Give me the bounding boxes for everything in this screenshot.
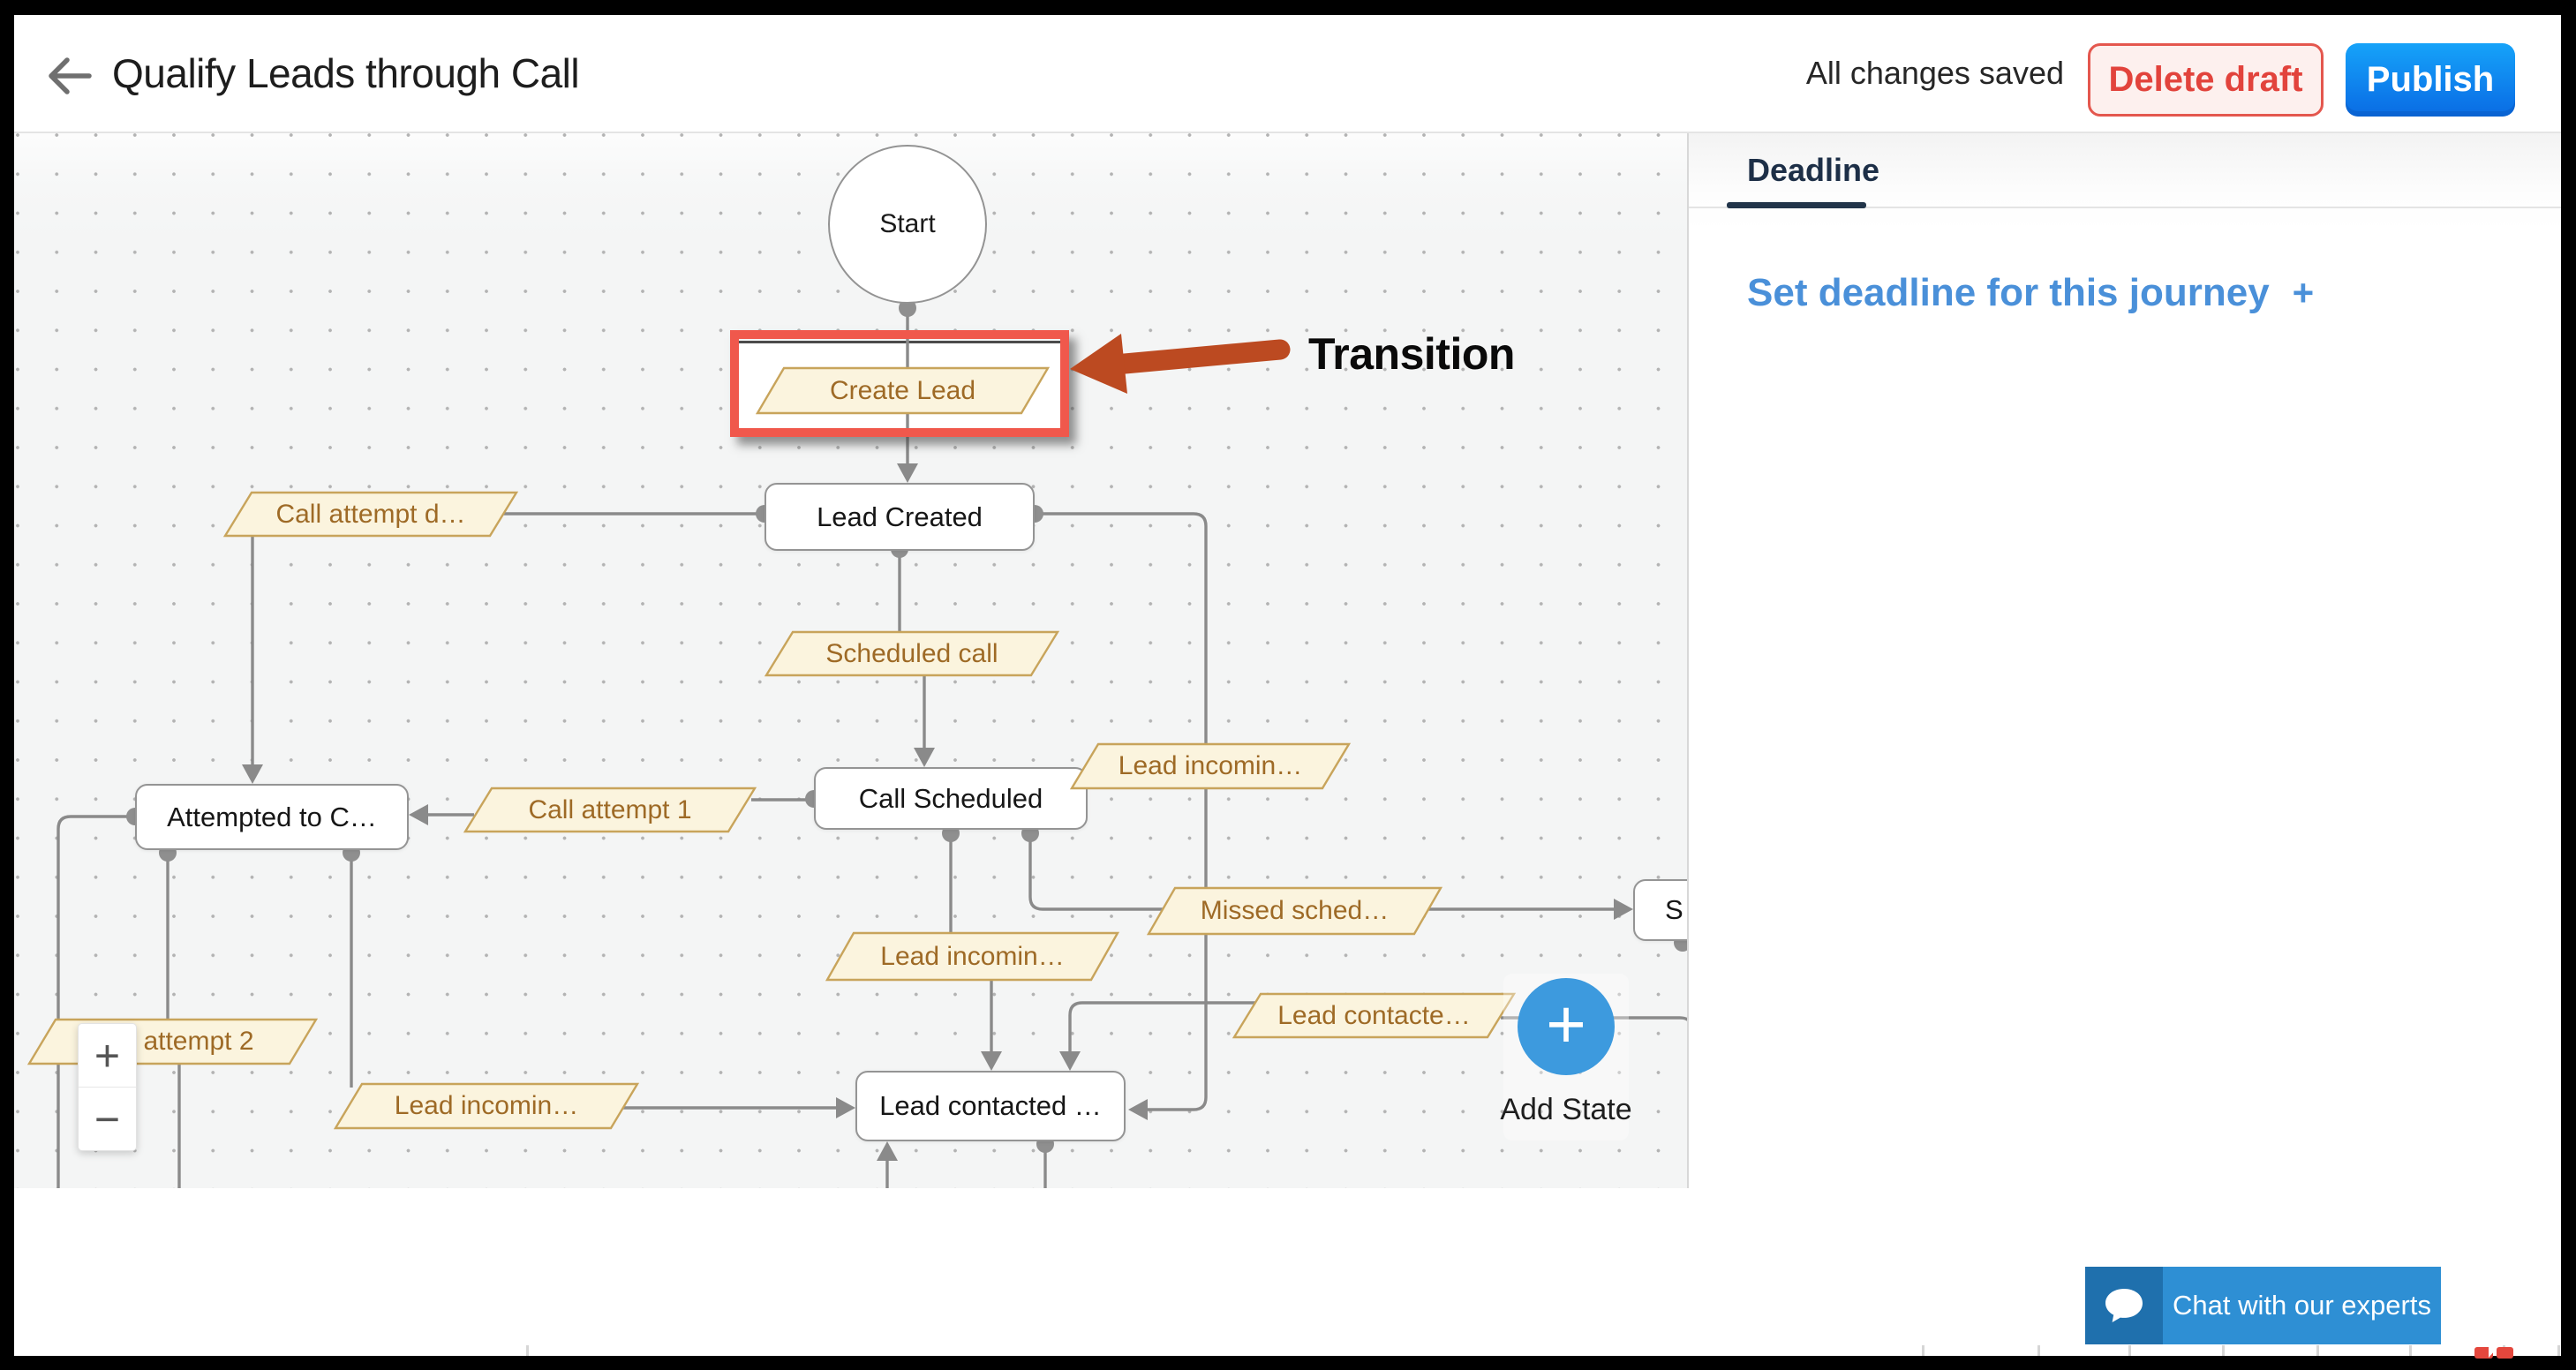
start-node[interactable]: Start — [828, 145, 987, 304]
edge-leadcontacte-to-leadcontacted — [1068, 1001, 1256, 1051]
state-attempted-to-call[interactable]: Attempted to C… — [135, 784, 409, 850]
transition-shape-call-attempt-d[interactable] — [222, 491, 519, 538]
transition-shape-missed-sched[interactable] — [1146, 886, 1443, 936]
timeline-tick — [2316, 1345, 2319, 1356]
edge-lines-group — [56, 311, 1687, 1188]
panel-divider — [1687, 133, 1689, 1188]
zoom-control: + − — [78, 1023, 137, 1151]
state-lead-contacted[interactable]: Lead contacted … — [855, 1071, 1126, 1141]
arrowhead — [914, 748, 935, 767]
playhead-segment — [2474, 1347, 2493, 1359]
delete-draft-button[interactable]: Delete draft — [2088, 43, 2324, 117]
video-playhead — [2474, 1345, 2513, 1359]
transition-shape-lead-incoming-3[interactable] — [333, 1082, 640, 1130]
page-title: Qualify Leads through Call — [112, 50, 580, 96]
state-label: Attempted to C… — [167, 801, 377, 832]
arrowhead — [981, 1051, 1002, 1071]
timeline-tick — [2222, 1345, 2225, 1356]
timeline-tick — [526, 1345, 529, 1356]
transition-shape-lead-incoming-2[interactable] — [825, 931, 1120, 982]
minus-icon: − — [94, 1094, 121, 1144]
annotation-highlight-frame — [730, 330, 1069, 437]
set-deadline-text: Set deadline for this journey — [1747, 271, 2270, 314]
arrowhead — [897, 463, 918, 483]
transition-shape-call-attempt-1[interactable] — [463, 787, 757, 833]
transition-lead-incoming-3[interactable]: Lead incomin… — [394, 1091, 579, 1120]
transition-lead-incoming-1[interactable]: Lead incomin… — [1118, 751, 1303, 780]
timeline-tick — [2037, 1345, 2040, 1356]
arrowhead — [1128, 1099, 1148, 1120]
right-panel — [1689, 133, 2561, 1188]
chat-bubble-shape — [2105, 1289, 2143, 1322]
transition-lead-incoming-2[interactable]: Lead incomin… — [880, 941, 1065, 971]
tab-active-underline — [1727, 202, 1866, 208]
arrowheads — [242, 463, 1633, 1161]
add-state-button[interactable]: + — [1518, 978, 1615, 1075]
back-arrow-shape — [49, 57, 92, 94]
state-cutoff[interactable]: S — [1633, 879, 1687, 941]
zoom-out-button[interactable]: − — [79, 1088, 136, 1150]
transition-shapes-group — [26, 366, 1517, 1130]
transition-shapes-layer — [26, 366, 1517, 1130]
arrowhead — [1614, 899, 1633, 920]
cursor-icon — [2489, 1345, 2496, 1358]
state-call-scheduled[interactable]: Call Scheduled — [814, 767, 1088, 830]
chat-icon-box — [2085, 1267, 2163, 1344]
arrowhead — [409, 804, 428, 825]
zoom-in-button[interactable]: + — [79, 1024, 136, 1088]
transition-call-attempt-d[interactable]: Call attempt d… — [275, 499, 466, 529]
annotation-text: Transition — [1308, 329, 1515, 379]
connection-port — [899, 299, 916, 317]
transition-scheduled-call[interactable]: Scheduled call — [825, 638, 998, 668]
save-status-text: All changes saved — [1805, 55, 2064, 91]
arrowhead — [242, 764, 263, 784]
start-node-label: Start — [879, 209, 936, 238]
panel-tab-bar — [1689, 133, 2561, 208]
arrowhead — [836, 1097, 855, 1118]
canvas-world: Start Lead Created Call Scheduled Attemp… — [14, 133, 1687, 1188]
plus-icon: + — [2292, 272, 2315, 313]
add-state-label: Add State — [1500, 1093, 1632, 1126]
edge-leadcreated-right-to-leadcontacted — [1035, 512, 1208, 1111]
transition-call-attempt-1[interactable]: Call attempt 1 — [528, 794, 692, 824]
edge-attempted-left-loop — [56, 815, 131, 1188]
transition-missed-sched[interactable]: Missed sched… — [1200, 896, 1390, 925]
arrowhead — [1059, 1051, 1081, 1071]
state-label: S — [1665, 894, 1683, 925]
state-label: Lead Created — [817, 501, 983, 532]
timeline-tick — [2128, 1345, 2131, 1356]
annotation-arrow-shaft — [1114, 339, 1291, 374]
state-label: Lead contacted … — [879, 1090, 1102, 1121]
chat-button-label: Chat with our experts — [2163, 1267, 2441, 1344]
transition-lead-contacte[interactable]: Lead contacte… — [1277, 1000, 1471, 1030]
header-bar: Qualify Leads through Call All changes s… — [14, 15, 2561, 133]
timeline-tick — [1922, 1345, 1924, 1356]
transition-shape-create-lead[interactable] — [755, 366, 1051, 415]
timeline-tick — [2557, 1345, 2560, 1356]
timeline-tick — [2409, 1345, 2412, 1356]
plus-icon: + — [1546, 985, 1586, 1063]
publish-button[interactable]: Publish — [2346, 43, 2515, 117]
annotation-arrow — [1070, 334, 1291, 394]
transition-shape-scheduled-call[interactable] — [764, 630, 1060, 677]
edge-leadcontacte-right-out — [1501, 1016, 1687, 1021]
transition-shape-lead-contacte[interactable] — [1232, 992, 1517, 1039]
annotation-arrowhead — [1070, 334, 1127, 394]
tab-deadline[interactable]: Deadline — [1747, 151, 1880, 188]
transition-create-lead[interactable]: Create Lead — [829, 375, 976, 405]
state-lead-created[interactable]: Lead Created — [765, 483, 1035, 551]
arrowhead — [877, 1141, 898, 1161]
transition-attempt-2[interactable]: attempt 2 — [143, 1027, 254, 1056]
chat-with-experts-button[interactable]: Chat with our experts — [2085, 1267, 2441, 1344]
chat-bubble-icon — [2105, 1289, 2143, 1322]
edge-callscheduled-to-missedsched — [1028, 835, 1163, 911]
playhead-segment — [2497, 1347, 2513, 1359]
plus-icon: + — [94, 1030, 121, 1080]
back-arrow-icon[interactable] — [48, 57, 92, 94]
journey-canvas[interactable]: Start Lead Created Call Scheduled Attemp… — [14, 133, 1687, 1188]
state-label: Call Scheduled — [858, 782, 1043, 814]
set-deadline-link[interactable]: Set deadline for this journey + — [1747, 267, 2314, 320]
transition-shape-lead-incoming-1[interactable] — [1069, 742, 1352, 790]
